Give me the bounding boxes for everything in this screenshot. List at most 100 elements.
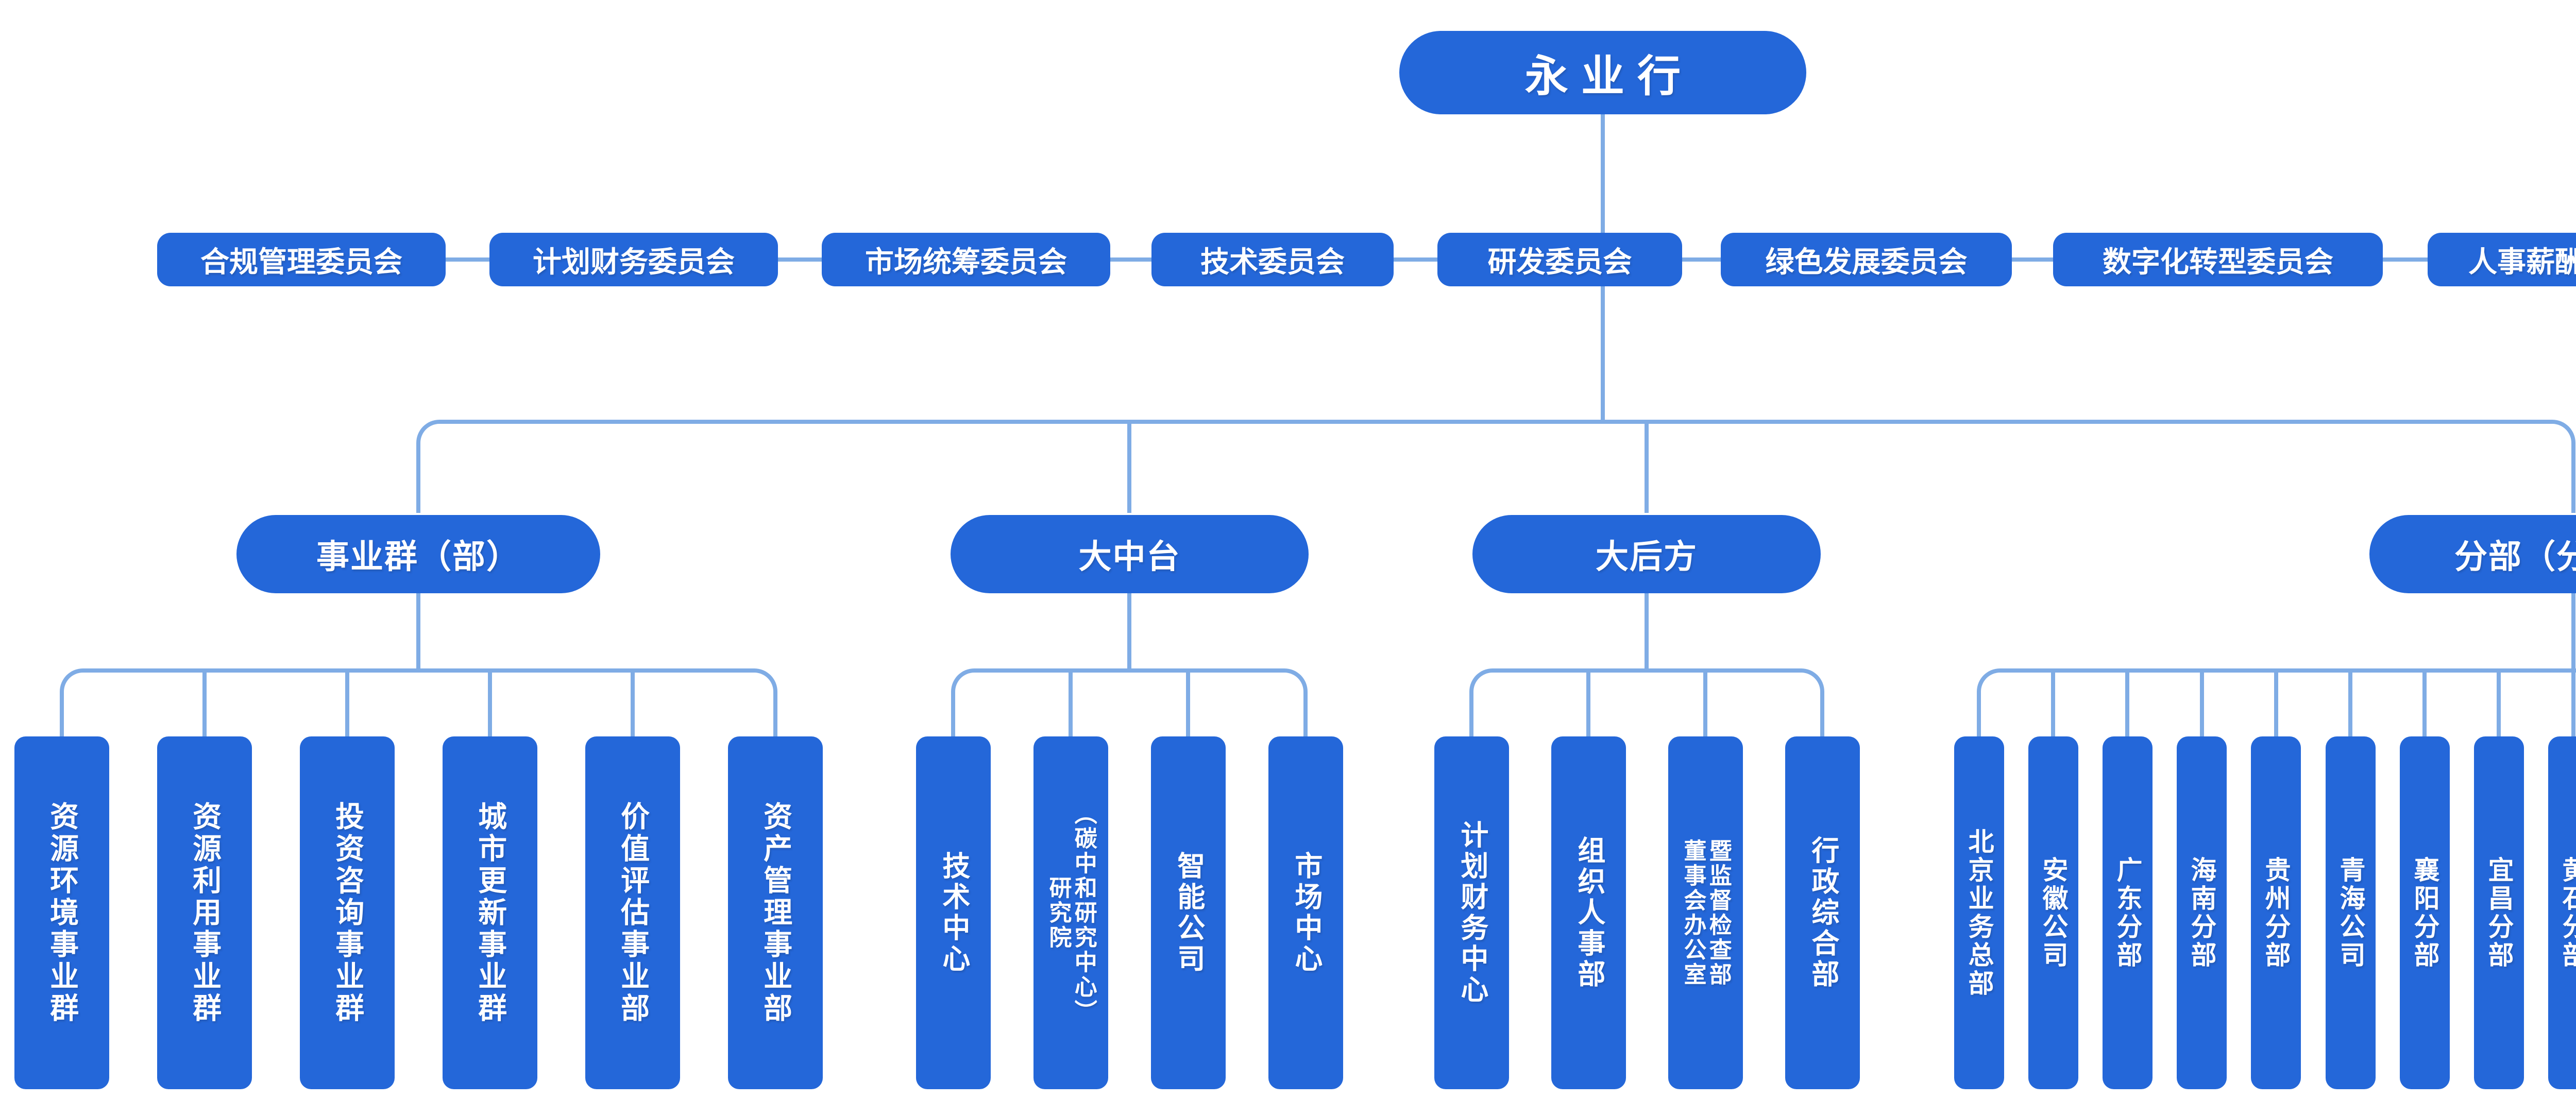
committee-label: 计划财务委员会 bbox=[533, 245, 735, 279]
connector-child-stub bbox=[2274, 673, 2278, 736]
connector-child-stub bbox=[345, 673, 349, 736]
division-node: 大后方 bbox=[1472, 515, 1821, 593]
department-label: 资源环境事业群 bbox=[45, 801, 79, 1025]
department-node: 广东分部 bbox=[2103, 736, 2153, 1089]
connector-child-stub bbox=[2200, 673, 2204, 736]
department-node: 计划财务中心 bbox=[1434, 736, 1509, 1089]
department-label: 投资咨询事业群 bbox=[330, 801, 364, 1025]
connector-child-stub bbox=[1186, 673, 1190, 736]
department-node: 资产管理事业部 bbox=[728, 736, 823, 1089]
connector-child-stub bbox=[2348, 673, 2352, 736]
committee-node: 市场统筹委员会 bbox=[822, 233, 1110, 286]
division-label: 分部（分公司） bbox=[2454, 538, 2576, 576]
department-node: 组织人事部 bbox=[1551, 736, 1626, 1089]
division-label: 事业群（部） bbox=[316, 538, 520, 576]
department-node: 行政综合部 bbox=[1785, 736, 1860, 1089]
department-node: 资源环境事业群 bbox=[14, 736, 109, 1089]
committee-label: 研发委员会 bbox=[1487, 245, 1632, 279]
connector-child-stub bbox=[1703, 673, 1707, 736]
connector-child-stub bbox=[631, 673, 635, 736]
committee-node: 技术委员会 bbox=[1151, 233, 1394, 286]
department-label: 智能公司 bbox=[1172, 851, 1205, 975]
department-label: 董事会办公室 暨监督检查部 bbox=[1680, 838, 1732, 987]
department-label: 襄阳分部 bbox=[2410, 856, 2440, 970]
committee-label: 技术委员会 bbox=[1200, 245, 1345, 279]
connector-committee-link bbox=[446, 257, 489, 262]
department-node: 北京业务总部 bbox=[1954, 736, 2004, 1089]
department-node: 价值评估事业部 bbox=[585, 736, 680, 1089]
committee-label: 市场统筹委员会 bbox=[865, 245, 1067, 279]
connector-committee-link bbox=[1394, 257, 1437, 262]
committee-node: 绿色发展委员会 bbox=[1721, 233, 2012, 286]
department-label: 行政综合部 bbox=[1806, 835, 1839, 990]
connector-child-stub bbox=[1586, 673, 1590, 736]
committee-label: 合规管理委员会 bbox=[200, 245, 402, 279]
division-node: 分部（分公司） bbox=[2369, 515, 2576, 593]
committee-label: 数字化转型委员会 bbox=[2103, 245, 2333, 279]
department-label: 广东分部 bbox=[2112, 856, 2143, 970]
department-label: 技术中心 bbox=[937, 851, 970, 975]
department-node: 投资咨询事业群 bbox=[300, 736, 395, 1089]
connector-division-drop bbox=[2571, 593, 2575, 668]
committee-node: 数字化转型委员会 bbox=[2053, 233, 2383, 286]
connector-subtrunk bbox=[60, 668, 777, 736]
connector-division-drop bbox=[416, 593, 420, 668]
committee-node: 研发委员会 bbox=[1437, 233, 1682, 286]
connector-committee-link bbox=[2383, 257, 2428, 262]
connector-subtrunk bbox=[951, 668, 1308, 736]
connector-subtrunk bbox=[1977, 668, 2576, 736]
department-label: 市场中心 bbox=[1290, 851, 1323, 975]
department-node: 董事会办公室 暨监督检查部 bbox=[1668, 736, 1743, 1089]
department-node: 贵州分部 bbox=[2251, 736, 2301, 1089]
connector-committee-link bbox=[1682, 257, 1721, 262]
connector-child-stub bbox=[1069, 673, 1073, 736]
connector-trunk-drop bbox=[1645, 424, 1649, 513]
division-node: 大中台 bbox=[951, 515, 1309, 593]
department-label: 黄石分部 bbox=[2558, 856, 2576, 970]
connector-child-stub bbox=[2051, 673, 2055, 736]
connector-subtrunk bbox=[1469, 668, 1824, 736]
connector-trunk bbox=[416, 420, 2575, 513]
department-label: 宜昌分部 bbox=[2484, 856, 2514, 970]
department-node: 技术中心 bbox=[916, 736, 991, 1089]
department-label: 计划财务中心 bbox=[1455, 820, 1488, 1006]
division-node: 事业群（部） bbox=[236, 515, 600, 593]
department-node: 青海公司 bbox=[2326, 736, 2376, 1089]
department-label: 青海公司 bbox=[2335, 856, 2366, 970]
department-label: 组织人事部 bbox=[1572, 835, 1605, 990]
department-node: 宜昌分部 bbox=[2474, 736, 2524, 1089]
department-label: 城市更新事业群 bbox=[473, 801, 507, 1025]
connector-committee-link bbox=[1110, 257, 1151, 262]
department-label: 北京业务总部 bbox=[1964, 828, 1994, 998]
department-node: 市场中心 bbox=[1268, 736, 1343, 1089]
department-label: 资产管理事业部 bbox=[758, 801, 792, 1025]
committee-node: 计划财务委员会 bbox=[489, 233, 778, 286]
connector-child-stub bbox=[2422, 673, 2427, 736]
connector-child-stub bbox=[2497, 673, 2501, 736]
department-node: 黄石分部 bbox=[2548, 736, 2576, 1089]
department-node: 襄阳分部 bbox=[2400, 736, 2450, 1089]
connector-child-stub bbox=[2125, 673, 2129, 736]
department-label: 资源利用事业群 bbox=[188, 801, 222, 1025]
department-label: 贵州分部 bbox=[2261, 856, 2291, 970]
connector-committee-link bbox=[778, 257, 822, 262]
connector-child-stub bbox=[202, 673, 207, 736]
division-label: 大后方 bbox=[1596, 538, 1698, 576]
connector-committee-link bbox=[2012, 257, 2053, 262]
committee-label: 绿色发展委员会 bbox=[1765, 245, 1968, 279]
department-label: 海南分部 bbox=[2187, 856, 2217, 970]
committee-node: 人事薪酬委员会 bbox=[2428, 233, 2576, 286]
connector-child-stub bbox=[488, 673, 492, 736]
committee-node: 合规管理委员会 bbox=[157, 233, 446, 286]
connector-division-drop bbox=[1645, 593, 1649, 668]
department-node: 资源利用事业群 bbox=[157, 736, 252, 1089]
department-node: 安徽公司 bbox=[2028, 736, 2078, 1089]
department-node: 城市更新事业群 bbox=[443, 736, 537, 1089]
connector-division-drop bbox=[1127, 593, 1131, 668]
org-root-node: 永业行 bbox=[1399, 31, 1806, 114]
department-label: 安徽公司 bbox=[2038, 856, 2069, 970]
connector-trunk-drop bbox=[1127, 424, 1131, 513]
division-label: 大中台 bbox=[1078, 538, 1181, 576]
department-label: 价值评估事业部 bbox=[616, 801, 650, 1025]
